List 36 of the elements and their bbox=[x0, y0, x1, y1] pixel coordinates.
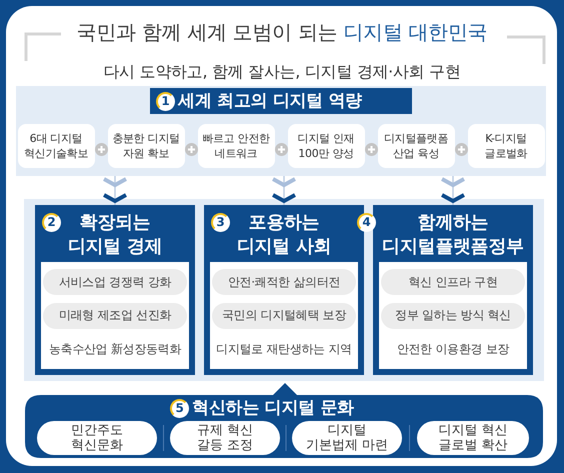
section-heading: 혁신하는 디지털 문화 bbox=[192, 397, 354, 419]
section-heading: 함께하는 디지털플랫폼정부 bbox=[381, 211, 525, 259]
arrow bbox=[272, 176, 296, 205]
task-pill: 안전·쾌적한 삶의터전 bbox=[212, 269, 356, 295]
section-heading: 포용하는 디지털 사회 bbox=[236, 211, 332, 259]
number-badge: 2 bbox=[42, 213, 61, 232]
section-panel bbox=[35, 205, 195, 375]
section-panel bbox=[16, 86, 546, 176]
section-heading: 확장되는 디지털 경제 bbox=[66, 211, 164, 259]
item-card: 디지털플랫폼 산업 육성 bbox=[378, 124, 454, 168]
arrow bbox=[103, 176, 127, 205]
task-text: 안전한 이용환경 보장 bbox=[396, 342, 510, 356]
number-badge: 3 bbox=[211, 213, 230, 232]
subtitle-text: 다시 도약하고, 함께 잘사는, 디지털 경제·사회 구현 bbox=[103, 61, 461, 82]
page-title: 국민과 함께 세계 모범이 되는 디지털 대한민국 bbox=[76, 19, 488, 45]
task-pill: 혁신 인프라 구현 bbox=[381, 269, 525, 295]
item-card: 6대 디지털 혁신기술확보 bbox=[18, 124, 94, 168]
task-pill: 서비스업 경쟁력 강화 bbox=[43, 269, 187, 295]
section-heading: 세계 최고의 디지털 역량 bbox=[178, 90, 362, 112]
task-pill: 디지털 기본법제 마련 bbox=[292, 421, 402, 455]
item-card: 디지털 인재 100만 양성 bbox=[288, 124, 364, 168]
item-card: 빠르고 안전한 네트워크 bbox=[198, 124, 274, 168]
task-pill: 규제 혁신 갈등 조정 bbox=[170, 421, 280, 455]
item-card: 충분한 디지털 자원 확보 bbox=[108, 124, 184, 168]
task-pill: 디지털 혁신 글로벌 확산 bbox=[417, 421, 529, 455]
number-badge: 1 bbox=[156, 92, 176, 110]
section-panel bbox=[204, 205, 364, 375]
task-pill: 국민의 디지털혜택 보장 bbox=[212, 302, 356, 328]
task-pill: 민간주도 혁신문화 bbox=[37, 421, 157, 455]
task-pill: 정부 일하는 방식 혁신 bbox=[381, 302, 525, 328]
item-card: K-디지털 글로벌화 bbox=[468, 124, 544, 168]
task-text: 디지털로 재탄생하는 지역 bbox=[216, 342, 352, 356]
arrow bbox=[441, 176, 465, 205]
task-pill: 미래형 제조업 선진화 bbox=[43, 302, 187, 328]
section-panel bbox=[25, 383, 543, 458]
task-text: 농축수산업 新성장동력화 bbox=[48, 342, 182, 356]
